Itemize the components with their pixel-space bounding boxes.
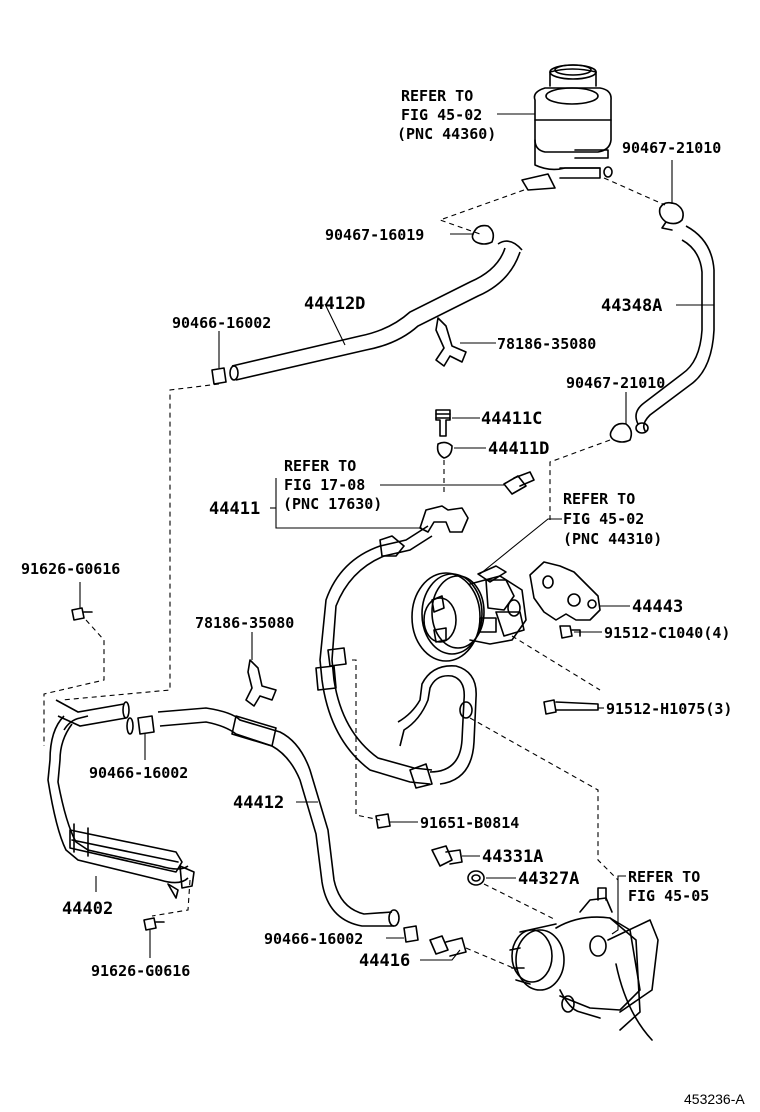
union-bolt-44411c <box>435 409 451 437</box>
svg-text:90466-16002: 90466-16002 <box>264 930 363 948</box>
svg-text:78186-35080: 78186-35080 <box>497 335 596 353</box>
clip-78186-35080-mid <box>245 659 277 707</box>
svg-text:90467-21010: 90467-21010 <box>622 139 721 157</box>
bolt-91626-g0616-bottom <box>143 917 165 931</box>
svg-text:91626-G0616: 91626-G0616 <box>91 962 190 980</box>
svg-text:44411D: 44411D <box>488 439 549 459</box>
clamp-90467-21010-mid <box>609 422 633 443</box>
svg-text:REFER TO: REFER TO <box>284 457 356 475</box>
bolt-91626-g0616-top <box>71 607 93 621</box>
clamp-90467-16019 <box>471 224 495 245</box>
hose-44348a <box>635 225 715 434</box>
refer-reservoir-label: REFER TO FIG 45-02 (PNC 44360) <box>397 87 496 143</box>
svg-text:90466-16002: 90466-16002 <box>172 314 271 332</box>
gasket-44411d <box>436 441 453 459</box>
pressure-sensor <box>503 471 535 495</box>
svg-text:91512-H1075(3): 91512-H1075(3) <box>606 700 732 718</box>
refer-gear-label: REFER TO FIG 45-05 <box>628 868 709 905</box>
power-steering-pump <box>411 565 527 662</box>
svg-text:FIG 45-05: FIG 45-05 <box>628 887 709 905</box>
svg-text:44411: 44411 <box>209 499 260 519</box>
gasket-44327a <box>467 870 485 886</box>
svg-text:91626-G0616: 91626-G0616 <box>21 560 120 578</box>
bracket-44443 <box>529 561 601 621</box>
svg-text:44412D: 44412D <box>304 294 365 314</box>
union-44416 <box>429 935 467 957</box>
union-bolt-44331a <box>431 845 463 867</box>
svg-text:91651-B0814: 91651-B0814 <box>420 814 519 832</box>
svg-text:44331A: 44331A <box>482 847 543 867</box>
svg-text:(PNC 44360): (PNC 44360) <box>397 125 496 143</box>
svg-text:44412: 44412 <box>233 793 284 813</box>
svg-text:REFER TO: REFER TO <box>563 490 635 508</box>
hose-44412d <box>229 240 523 381</box>
hose-44412 <box>157 707 400 927</box>
clip-78186-35080-top <box>435 317 467 367</box>
svg-text:91512-C1040(4): 91512-C1040(4) <box>604 624 730 642</box>
svg-text:90467-21010: 90467-21010 <box>566 374 665 392</box>
svg-text:(PNC 17630): (PNC 17630) <box>283 495 382 513</box>
clamp-90466-16002-top <box>211 367 227 385</box>
svg-text:FIG 45-02: FIG 45-02 <box>401 106 482 124</box>
svg-text:90466-16002: 90466-16002 <box>89 764 188 782</box>
svg-text:FIG 17-08: FIG 17-08 <box>284 476 365 494</box>
diagram-code: 453236-A <box>684 1091 745 1107</box>
svg-text:REFER TO: REFER TO <box>628 868 700 886</box>
bolt-91512-h1075 <box>543 699 599 715</box>
clamp-90467-21010-top <box>658 201 684 231</box>
reservoir-tank <box>521 64 613 191</box>
clamp-90466-16002-bottom <box>403 925 419 943</box>
svg-text:(PNC 44310): (PNC 44310) <box>563 530 662 548</box>
oil-cooler-44402 <box>47 699 195 899</box>
steering-gear-assembly <box>509 887 659 1041</box>
refer-pump-label: REFER TO FIG 45-02 (PNC 44310) <box>563 490 662 548</box>
refer-sensor-label: REFER TO FIG 17-08 (PNC 17630) <box>283 457 382 513</box>
svg-text:90467-16019: 90467-16019 <box>325 226 424 244</box>
svg-text:44348A: 44348A <box>601 296 662 316</box>
svg-text:78186-35080: 78186-35080 <box>195 614 294 632</box>
clamp-90466-16002-mid <box>137 715 155 735</box>
svg-text:44416: 44416 <box>359 951 410 971</box>
bolt-91651-b0814 <box>375 813 391 829</box>
svg-text:REFER TO: REFER TO <box>401 87 473 105</box>
bolt-91512-c1040 <box>559 625 581 639</box>
svg-text:44327A: 44327A <box>518 869 579 889</box>
svg-text:44443: 44443 <box>632 597 683 617</box>
svg-text:FIG 45-02: FIG 45-02 <box>563 510 644 528</box>
svg-text:44402: 44402 <box>62 899 113 919</box>
svg-text:44411C: 44411C <box>481 409 542 429</box>
